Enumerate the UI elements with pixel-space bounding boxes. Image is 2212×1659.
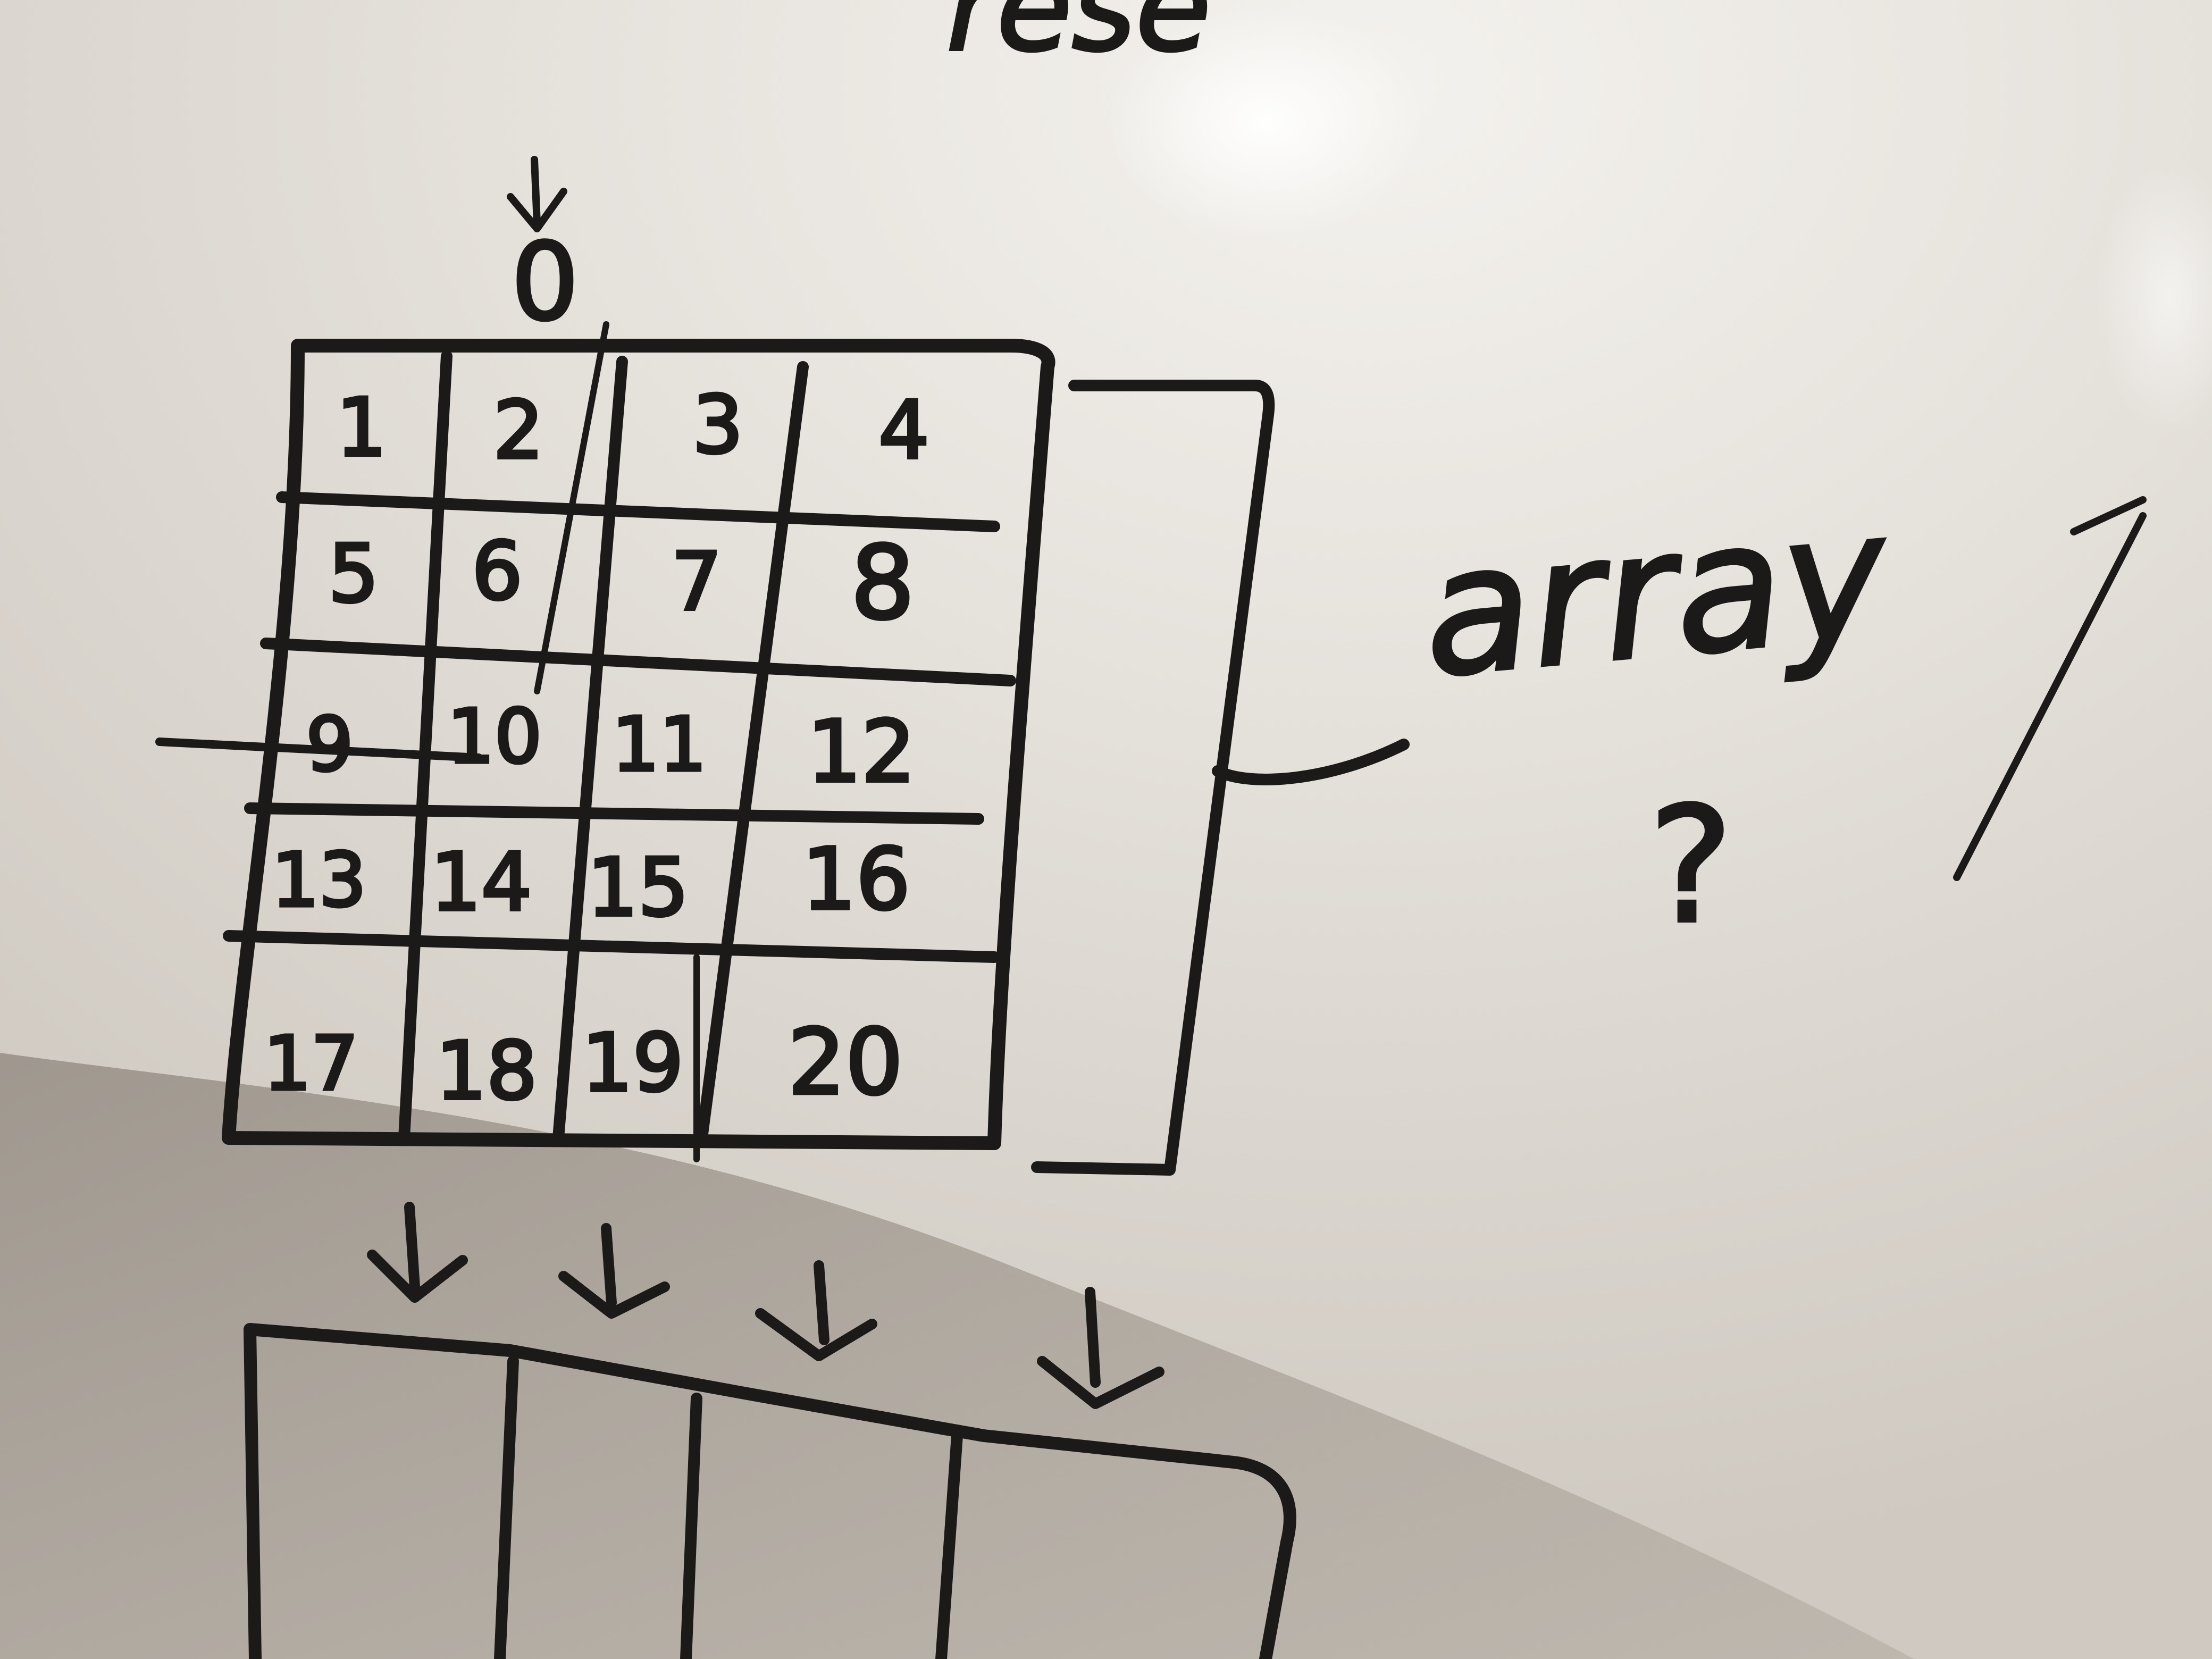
grid-cell: 10 [447,694,542,781]
grid-cell: 5 [328,528,379,621]
grid-cell: 20 [788,1010,903,1115]
grid-cell: 13 [272,837,366,924]
top-arrow-icon [507,156,567,232]
grid-numbers: 1 2 3 4 5 6 7 8 9 10 11 12 13 14 15 16 1… [262,378,931,1119]
down-arrow-icon [1037,1287,1164,1409]
lower-array-divider [680,1393,702,1659]
grid-cell: 17 [264,1021,358,1108]
lower-array-divider [935,1430,963,1659]
lower-array-frame [244,1323,1296,1659]
grid-row-line [223,930,1000,963]
grid-col-line [696,361,809,1144]
grid-cell: 19 [582,1017,684,1110]
right-bracket [1031,380,1410,1176]
grid-cell: 11 [612,702,707,789]
board-shadow [0,1053,1914,1659]
down-arrow-icon [367,1202,468,1303]
grid-cell: 15 [588,842,689,934]
grid-cell: 18 [436,1025,538,1118]
grid-cell: 7 [671,536,722,629]
grid-col-line [552,356,628,1144]
grid-cell: 8 [851,524,915,642]
annotation-tail [1953,496,2147,881]
strike-line [155,738,483,762]
grid-col-line [398,350,453,1144]
lower-array-divider [494,1355,519,1659]
down-arrow-icon [558,1223,670,1319]
column-marker-line [534,321,700,1162]
grid-cell: 9 [306,702,353,789]
grid-cell: 12 [807,702,916,801]
grid-cell: 1 [336,382,387,474]
grid-row-line [276,491,1000,532]
grid-cell: 14 [431,836,532,929]
grid-cell: 6 [472,525,522,618]
grid-row-line [244,802,984,825]
down-arrows [367,1202,1164,1409]
annotation-word: array [1415,473,1897,717]
grid-cell: 3 [692,379,743,472]
glare-spot-small [2095,160,2212,436]
arrow-marker-label: 0 [511,221,579,345]
number-grid [155,321,1055,1162]
top-partial-text: rese [946,0,1211,79]
lower-array [244,1323,1296,1659]
down-arrow-icon [755,1260,877,1361]
grid-row-line [260,638,1016,686]
grid-frame [222,339,1055,1150]
glare-spot [1106,5,1425,239]
grid-cell: 4 [878,384,929,477]
annotation-question: ? [1648,773,1733,959]
grid-cell: 2 [493,384,543,477]
grid-cell: 16 [802,830,910,929]
arrow-marker: 0 [509,219,580,346]
